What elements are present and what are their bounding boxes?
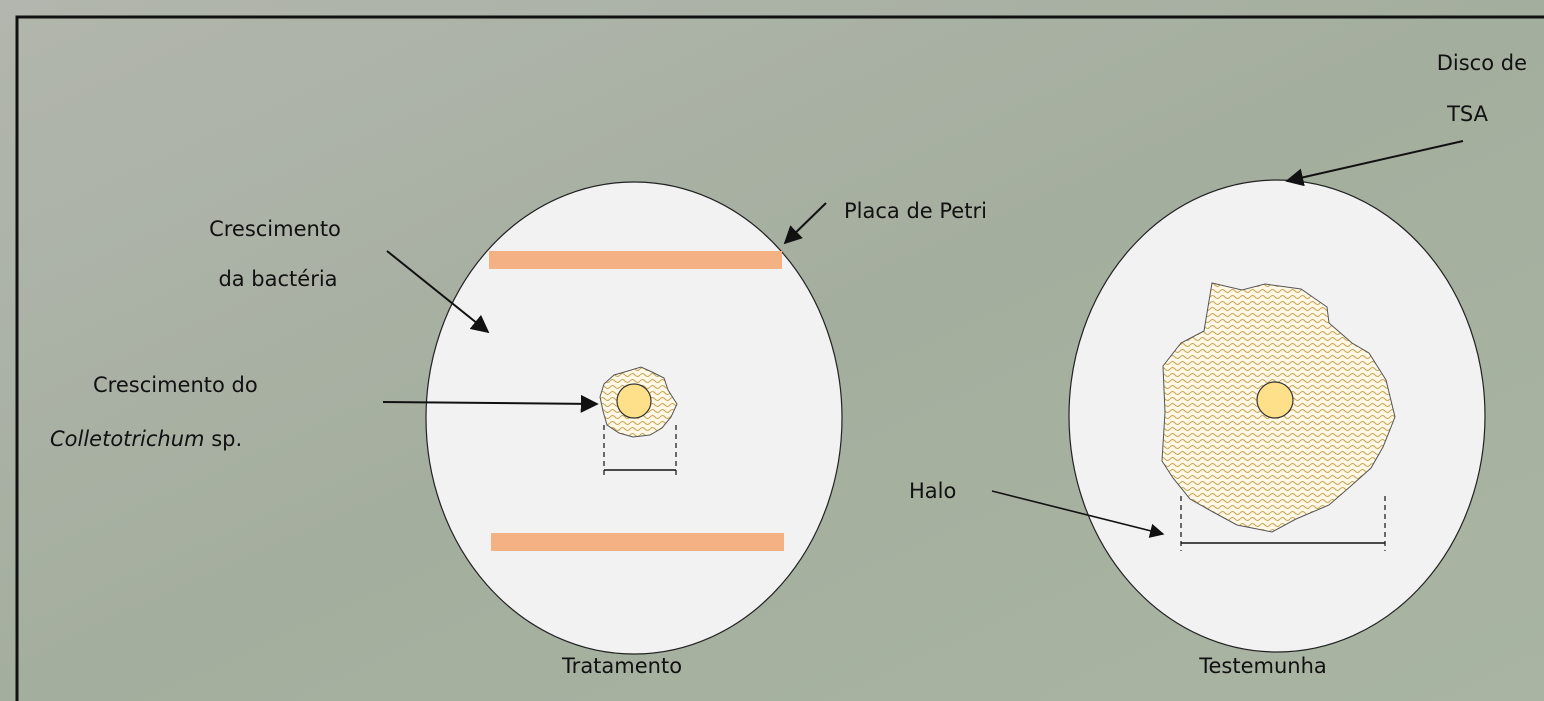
label-disc-line1: Disco de [1437, 51, 1527, 75]
label-disc-line2: TSA [1446, 102, 1489, 126]
tsa-disc-control [1256, 381, 1294, 419]
treatment-plate [425, 181, 843, 655]
diagram-frame [15, 15, 1544, 701]
arrow-halo [991, 490, 1165, 538]
bacteria-streak-top [489, 251, 782, 269]
label-bacteria-line1: Crescimento [209, 217, 341, 241]
label-halo: Halo [909, 479, 956, 503]
label-bacteria-line2: da bactéria [218, 267, 337, 291]
label-fungus-species: Colletotrichum [50, 427, 205, 451]
label-fungus-suffix: sp. [205, 427, 243, 451]
arrow-fungus [382, 394, 599, 413]
label-control: Testemunha [1198, 654, 1327, 678]
label-petri: Placa de Petri [844, 199, 987, 223]
arrow-petri [783, 202, 827, 245]
label-fungus-line2: Colletotrichum sp. [50, 427, 242, 451]
arrow-bacteria [386, 250, 490, 334]
arrow-disc [1285, 140, 1464, 187]
label-fungus-line1: Crescimento do [93, 373, 258, 397]
control-plate [1068, 179, 1486, 653]
label-treatment: Tratamento [561, 654, 682, 678]
bacteria-streak-bottom [491, 533, 784, 551]
tsa-disc-treatment [616, 383, 652, 419]
